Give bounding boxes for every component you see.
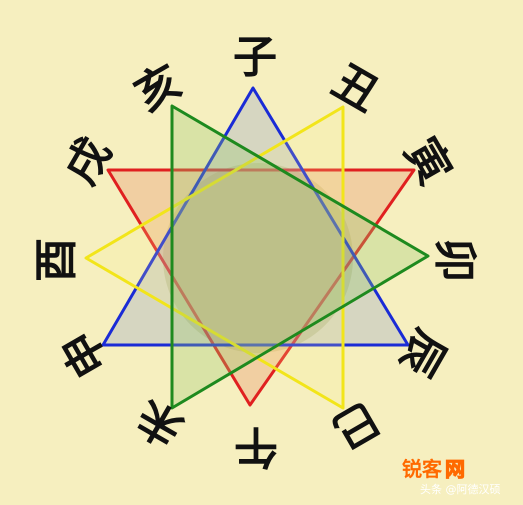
branch-wu: 午 (234, 421, 278, 472)
triangle-blue (101, 86, 410, 347)
triangle-yellow (84, 105, 345, 410)
branch-you: 酉 (31, 238, 82, 282)
branch-shen: 申 (52, 322, 118, 386)
branch-zi: 子 (233, 32, 277, 83)
triangle-green (170, 104, 430, 410)
watermark: 锐客 网 头条 @阿德汉硕 (402, 457, 501, 497)
center-disc (163, 163, 353, 353)
watermark-brand-a: 锐客 (402, 457, 443, 481)
watermark-brand-b: 网 (445, 457, 465, 481)
branch-xu: 戌 (55, 129, 121, 193)
branch-mao: 卯 (429, 238, 480, 282)
watermark-caption: 头条 @阿德汉硕 (420, 482, 501, 496)
